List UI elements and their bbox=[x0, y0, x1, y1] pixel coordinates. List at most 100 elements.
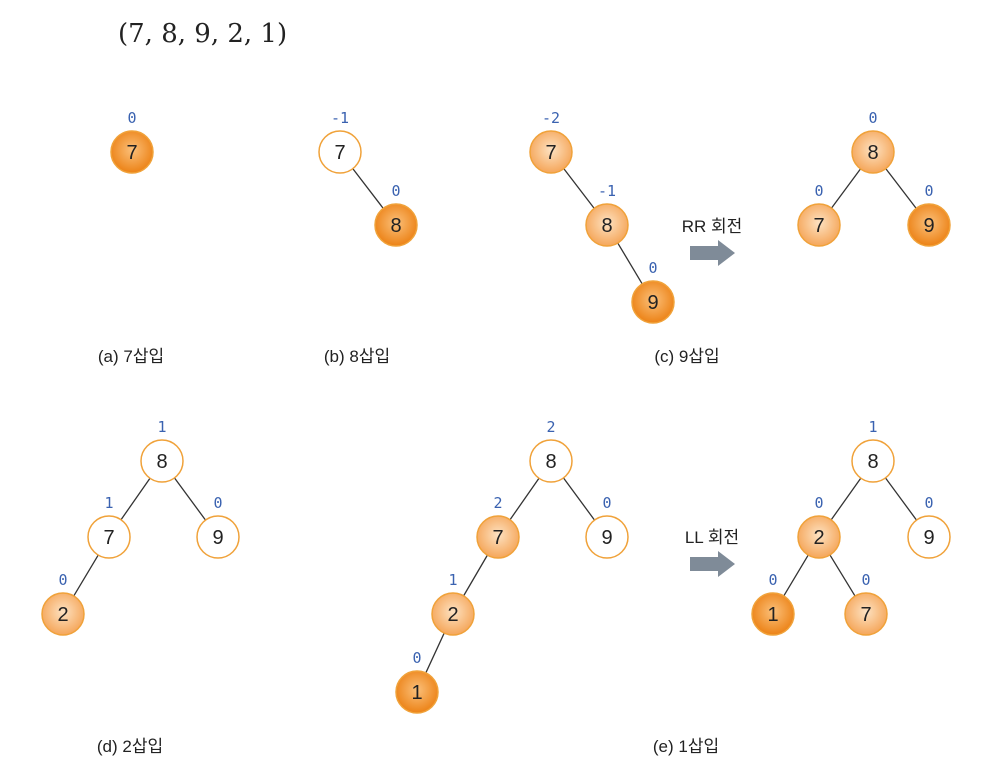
tree-edge bbox=[173, 477, 207, 521]
node-value: 9 bbox=[212, 527, 223, 549]
rr-rotation-label: RR 회전 bbox=[682, 217, 743, 236]
tree-node-8: 81 bbox=[851, 418, 895, 483]
tree-edge bbox=[830, 477, 862, 521]
balance-factor: 0 bbox=[924, 494, 933, 512]
tree-node-9: 90 bbox=[631, 259, 675, 324]
caption-d: (d) 2삽입 bbox=[97, 737, 163, 756]
node-circle bbox=[529, 130, 573, 174]
balance-factor: 0 bbox=[602, 494, 611, 512]
node-value: 9 bbox=[601, 527, 612, 549]
tree-edge bbox=[352, 168, 384, 209]
node-circle bbox=[631, 280, 675, 324]
node-value: 7 bbox=[103, 527, 114, 549]
balance-factor: 1 bbox=[868, 418, 877, 436]
tree-node-8: 80 bbox=[851, 109, 895, 174]
node-value: 7 bbox=[545, 142, 556, 164]
node-value: 8 bbox=[601, 215, 612, 237]
tree-edge bbox=[425, 632, 445, 674]
node-value: 2 bbox=[447, 604, 458, 626]
balance-factor: -1 bbox=[598, 182, 616, 200]
node-value: 7 bbox=[126, 142, 137, 164]
tree-node-2: 20 bbox=[797, 494, 841, 559]
tree-node-7: 71 bbox=[87, 494, 131, 559]
node-circle bbox=[851, 130, 895, 174]
balance-factor: 0 bbox=[213, 494, 222, 512]
tree-edge bbox=[829, 554, 856, 597]
right-arrow-icon bbox=[690, 240, 735, 266]
node-circle bbox=[844, 592, 888, 636]
caption-a: (a) 7삽입 bbox=[98, 347, 164, 366]
balance-factor: 2 bbox=[546, 418, 555, 436]
tree-node-7: 72 bbox=[476, 494, 520, 559]
node-value: 9 bbox=[647, 292, 658, 314]
caption-e: (e) 1삽입 bbox=[653, 737, 719, 756]
right-arrow-icon bbox=[690, 551, 735, 577]
tree-edge bbox=[783, 554, 809, 597]
tree-edge bbox=[509, 477, 540, 521]
tree-node-2: 20 bbox=[41, 571, 85, 636]
node-value: 7 bbox=[492, 527, 503, 549]
tree-node-7: 7 -1 bbox=[318, 109, 362, 174]
caption-b: (b) 8삽입 bbox=[324, 347, 390, 366]
node-value: 9 bbox=[923, 215, 934, 237]
node-circle bbox=[797, 203, 841, 247]
balance-factor: 0 bbox=[58, 571, 67, 589]
node-value: 9 bbox=[923, 527, 934, 549]
node-circle bbox=[529, 439, 573, 483]
tree-node-7: 70 bbox=[844, 571, 888, 636]
tree-edge bbox=[885, 168, 917, 209]
node-circle bbox=[87, 515, 131, 559]
balance-factor: -2 bbox=[542, 109, 560, 127]
node-value: 7 bbox=[860, 604, 871, 626]
balance-factor: 0 bbox=[768, 571, 777, 589]
tree-node-7: 70 bbox=[110, 109, 154, 174]
tree-edge bbox=[463, 554, 488, 597]
tree-edges bbox=[73, 168, 918, 674]
node-value: 8 bbox=[867, 142, 878, 164]
node-circle bbox=[907, 515, 951, 559]
balance-factor: 0 bbox=[412, 649, 421, 667]
balance-factor: 0 bbox=[861, 571, 870, 589]
balance-factor: 0 bbox=[924, 182, 933, 200]
node-value: 1 bbox=[767, 604, 778, 626]
balance-factor: -1 bbox=[331, 109, 349, 127]
node-circle bbox=[751, 592, 795, 636]
tree-node-8: 8 -1 bbox=[585, 182, 629, 247]
node-value: 8 bbox=[545, 451, 556, 473]
balance-factor: 0 bbox=[814, 494, 823, 512]
tree-node-9: 90 bbox=[907, 494, 951, 559]
ll-rotation-label: LL 회전 bbox=[685, 528, 739, 547]
node-circle bbox=[431, 592, 475, 636]
node-value: 7 bbox=[334, 142, 345, 164]
balance-factor: 0 bbox=[814, 182, 823, 200]
balance-factor: 1 bbox=[157, 418, 166, 436]
tree-edge bbox=[563, 168, 595, 209]
node-circle bbox=[907, 203, 951, 247]
tree-edge bbox=[617, 242, 643, 285]
node-circle bbox=[395, 670, 439, 714]
ll-rotation: LL 회전 bbox=[685, 528, 739, 577]
balance-factor: 1 bbox=[104, 494, 113, 512]
tree-edge bbox=[830, 168, 862, 209]
node-circle bbox=[41, 592, 85, 636]
node-value: 1 bbox=[411, 682, 422, 704]
node-value: 8 bbox=[867, 451, 878, 473]
node-circle bbox=[797, 515, 841, 559]
tree-edge bbox=[562, 477, 596, 521]
node-circle bbox=[476, 515, 520, 559]
node-value: 8 bbox=[390, 215, 401, 237]
rr-rotation: RR 회전 bbox=[682, 217, 743, 266]
node-circle bbox=[851, 439, 895, 483]
node-value: 7 bbox=[813, 215, 824, 237]
node-value: 2 bbox=[57, 604, 68, 626]
node-circle bbox=[110, 130, 154, 174]
tree-node-9: 90 bbox=[907, 182, 951, 247]
balance-factor: 2 bbox=[493, 494, 502, 512]
tree-node-9: 90 bbox=[585, 494, 629, 559]
caption-c: (c) 9삽입 bbox=[654, 347, 719, 366]
node-circle bbox=[140, 439, 184, 483]
tree-node-1: 10 bbox=[751, 571, 795, 636]
tree-node-8: 80 bbox=[374, 182, 418, 247]
balance-factor: 0 bbox=[648, 259, 657, 277]
